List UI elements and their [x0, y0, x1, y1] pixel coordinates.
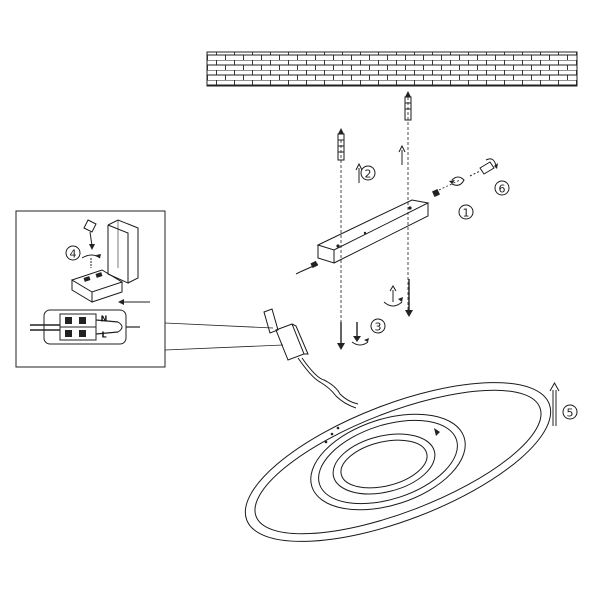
lift-arrow-icon	[549, 381, 560, 426]
second-fixing-screw-icon	[351, 322, 369, 346]
lamp-power-cord	[297, 357, 359, 409]
svg-text:4: 4	[70, 248, 77, 261]
step-3-marker: 3	[370, 318, 386, 334]
terminal-label-n: N	[101, 315, 108, 324]
turn-arrow-icon	[383, 285, 403, 307]
svg-text:L: L	[101, 331, 106, 340]
inset-screwdriver-icon	[83, 219, 97, 250]
step-2-marker: 2	[360, 165, 376, 181]
inset-direction-arrow-icon	[118, 299, 150, 305]
lamp-terminal-box	[263, 308, 309, 361]
rotate-screw-icon	[449, 170, 481, 186]
step-5-marker: 5	[562, 404, 578, 420]
knob-screw-icon	[479, 158, 498, 175]
inset-turn-arrow-icon	[81, 254, 101, 268]
step-4-marker: 4	[65, 245, 81, 261]
terminal-label-l: L	[101, 331, 106, 340]
svg-text:3: 3	[375, 321, 382, 334]
inset-terminal-block	[70, 269, 124, 303]
inset-connector-block	[30, 309, 140, 345]
lamp-inner-disc	[332, 433, 436, 495]
bracket-screw-icon	[295, 260, 319, 275]
svg-text:6: 6	[499, 183, 506, 196]
fixing-nut-icon	[432, 179, 461, 197]
inset-leader-lines	[164, 322, 284, 351]
inset-bracket	[107, 219, 139, 284]
lamp-middle-ring	[310, 413, 466, 511]
left-wall-dowel	[337, 128, 345, 161]
mounting-bracket	[316, 199, 430, 264]
lamp-ring-marks	[324, 426, 440, 444]
right-wall-dowel	[404, 91, 412, 121]
step-1-marker: 1	[458, 204, 474, 220]
right-fixing-screw-icon	[405, 279, 413, 317]
ceiling-brick-wall	[206, 51, 578, 87]
left-fixing-screw-icon	[337, 322, 345, 350]
svg-text:5: 5	[567, 407, 574, 420]
step-6-marker: 6	[494, 180, 510, 196]
svg-text:N: N	[101, 315, 108, 324]
lamp-outer-ring	[244, 382, 552, 542]
svg-text:1: 1	[463, 207, 470, 220]
up-arrow-icon	[355, 144, 406, 183]
svg-text:2: 2	[365, 168, 372, 181]
